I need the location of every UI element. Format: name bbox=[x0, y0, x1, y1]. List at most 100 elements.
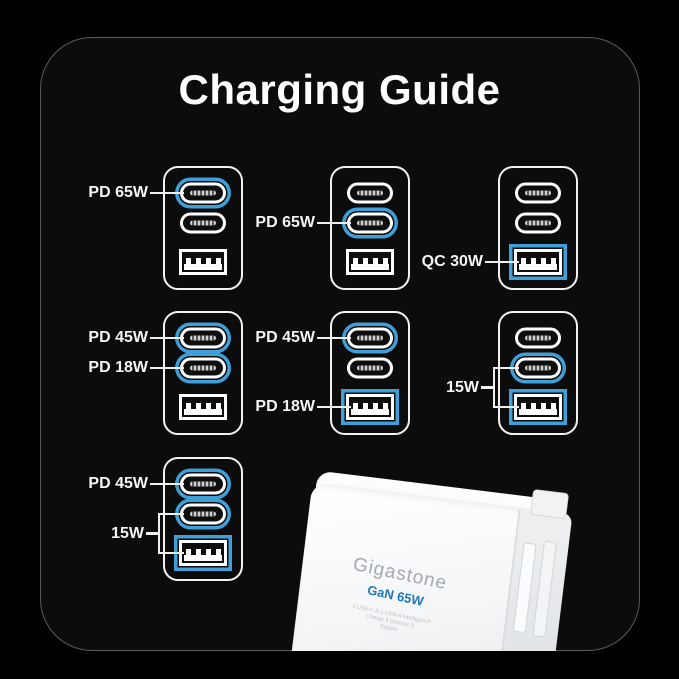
usb-a-pin bbox=[531, 403, 536, 410]
usb-a-pin bbox=[196, 403, 201, 410]
charger-outline-single-usba bbox=[498, 166, 578, 290]
label-connector-line bbox=[481, 386, 493, 389]
usb-a-pin bbox=[206, 549, 211, 556]
usb-c-port bbox=[180, 212, 226, 234]
usb-c-tongue bbox=[190, 220, 216, 226]
usb-c-tongue bbox=[190, 190, 216, 196]
label-connector-line bbox=[317, 221, 351, 225]
page-title: Charging Guide bbox=[178, 66, 501, 113]
usb-a-pin bbox=[373, 403, 378, 410]
wattage-label: PD 18W bbox=[255, 398, 315, 415]
usb-a-contact-bar bbox=[351, 264, 389, 270]
folded-prong-top bbox=[530, 489, 570, 520]
usb-a-contact-bar bbox=[351, 409, 389, 415]
usb-c-port bbox=[515, 212, 561, 234]
usb-c-port bbox=[515, 327, 561, 349]
wattage-label: QC 30W bbox=[421, 253, 483, 270]
label-bracket bbox=[158, 512, 161, 555]
usb-a-pin bbox=[216, 258, 221, 265]
usb-a-pin bbox=[206, 403, 211, 410]
usb-a-pin bbox=[531, 258, 536, 265]
charger-outline-single-usbc2 bbox=[330, 166, 410, 290]
usb-a-pin bbox=[216, 549, 221, 556]
wattage-label: PD 65W bbox=[88, 184, 148, 201]
usb-a-pin bbox=[186, 549, 191, 556]
label-connector-line bbox=[158, 512, 184, 516]
usb-a-port bbox=[179, 394, 227, 420]
usb-a-pin bbox=[551, 403, 556, 410]
usb-a-pin bbox=[196, 258, 201, 265]
usb-c-tongue bbox=[190, 335, 216, 341]
usb-c-port bbox=[180, 503, 226, 525]
usb-a-port bbox=[179, 249, 227, 275]
label-connector-line bbox=[150, 336, 184, 340]
usb-a-contact-bar bbox=[184, 555, 222, 561]
usb-a-pin bbox=[353, 403, 358, 410]
usb-c-port bbox=[347, 182, 393, 204]
usb-a-port bbox=[179, 540, 227, 566]
photo-bottom-edge bbox=[0, 651, 679, 679]
usb-c-port bbox=[347, 212, 393, 234]
usb-a-pin bbox=[196, 549, 201, 556]
usb-a-pin bbox=[521, 403, 526, 410]
usb-a-pin bbox=[206, 258, 211, 265]
label-connector-line bbox=[158, 551, 184, 555]
usb-c-tongue bbox=[190, 481, 216, 487]
label-connector-line bbox=[485, 260, 519, 264]
usb-a-port bbox=[346, 394, 394, 420]
wattage-label: PD 65W bbox=[255, 214, 315, 231]
usb-a-port bbox=[514, 249, 562, 275]
label-connector-line bbox=[150, 482, 184, 486]
usb-a-pin bbox=[541, 403, 546, 410]
usb-a-contact-bar bbox=[519, 264, 557, 270]
usb-c-port bbox=[515, 357, 561, 379]
label-connector-line bbox=[150, 191, 184, 195]
label-connector-line bbox=[493, 405, 519, 409]
charger-outline-single-usbc1 bbox=[163, 166, 243, 290]
usb-c-tongue bbox=[525, 190, 551, 196]
charger-product-photo: Gigastone GaN 65W 2 USB-C & 1 USB-A Inte… bbox=[287, 470, 587, 652]
usb-a-pin bbox=[363, 258, 368, 265]
usb-a-pin bbox=[383, 403, 388, 410]
label-connector-line bbox=[146, 532, 158, 535]
usb-a-pin bbox=[186, 258, 191, 265]
label-connector-line bbox=[317, 405, 351, 409]
wattage-label: PD 18W bbox=[88, 359, 148, 376]
usb-a-pin bbox=[186, 403, 191, 410]
usb-c-tongue bbox=[357, 190, 383, 196]
usb-a-contact-bar bbox=[184, 409, 222, 415]
label-connector-line bbox=[150, 366, 184, 370]
charger-outline-usbc1-usba bbox=[330, 311, 410, 435]
charger-body: Gigastone GaN 65W 2 USB-C & 1 USB-A Inte… bbox=[287, 470, 587, 652]
charger-outline-usbc2-usba bbox=[498, 311, 578, 435]
usb-c-tongue bbox=[525, 335, 551, 341]
wattage-label: PD 45W bbox=[88, 475, 148, 492]
usb-a-pin bbox=[551, 258, 556, 265]
wattage-label: 15W bbox=[111, 524, 144, 542]
usb-c-tongue bbox=[357, 220, 383, 226]
usb-c-port bbox=[515, 182, 561, 204]
usb-c-port bbox=[180, 473, 226, 495]
usb-c-port bbox=[347, 327, 393, 349]
usb-c-tongue bbox=[525, 220, 551, 226]
usb-a-contact-bar bbox=[519, 409, 557, 415]
usb-a-pin bbox=[521, 258, 526, 265]
usb-c-tongue bbox=[190, 365, 216, 371]
usb-a-pin bbox=[383, 258, 388, 265]
usb-a-contact-bar bbox=[184, 264, 222, 270]
usb-c-port bbox=[180, 357, 226, 379]
usb-a-pin bbox=[541, 258, 546, 265]
usb-a-pin bbox=[353, 258, 358, 265]
charger-outline-dual-usbc bbox=[163, 311, 243, 435]
usb-c-port bbox=[180, 182, 226, 204]
usb-c-tongue bbox=[525, 365, 551, 371]
wattage-label: PD 45W bbox=[88, 329, 148, 346]
label-bracket bbox=[493, 366, 496, 409]
usb-c-tongue bbox=[357, 365, 383, 371]
wattage-label: PD 45W bbox=[255, 329, 315, 346]
usb-a-port bbox=[346, 249, 394, 275]
label-connector-line bbox=[317, 336, 351, 340]
charger-outline-triple bbox=[163, 457, 243, 581]
usb-c-port bbox=[347, 357, 393, 379]
